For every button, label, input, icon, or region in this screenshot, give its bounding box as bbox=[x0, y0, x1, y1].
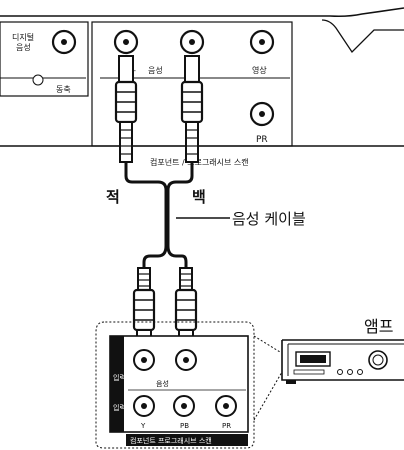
amp-y-jack-icon bbox=[133, 395, 155, 417]
amplifier-icon bbox=[281, 339, 404, 384]
coaxial-jack-icon bbox=[51, 29, 77, 55]
pr-label: PR bbox=[256, 135, 268, 145]
left-rca-plug-top bbox=[114, 55, 138, 163]
coaxial-label: 동축 bbox=[56, 85, 71, 94]
component-caption: 컴포넌트 / 프로그래시브 스캔 bbox=[150, 157, 249, 167]
audio-left-jack-icon bbox=[113, 29, 139, 55]
amp-component-caption: 컴포넌트 프로그래시브 스캔 bbox=[130, 436, 212, 445]
amp-pr-jack-icon bbox=[215, 395, 237, 417]
pr-jack-icon bbox=[249, 101, 275, 127]
digital-audio-label-1: 디지털 bbox=[12, 32, 34, 42]
audio-cable bbox=[124, 162, 194, 268]
white-cable-label: 백 bbox=[192, 188, 206, 206]
amp-y-label: Y bbox=[140, 422, 146, 430]
right-rca-plug-top bbox=[180, 55, 204, 163]
digital-audio-section bbox=[0, 21, 89, 97]
amp-label: 앰프 bbox=[364, 317, 393, 336]
amp-side-label-bottom: 입력 bbox=[113, 404, 126, 412]
amp-pb-jack-icon bbox=[173, 395, 195, 417]
audio-right-jack-icon bbox=[179, 29, 205, 55]
amp-audio-caption: 음성 bbox=[156, 379, 169, 388]
amp-audio-left-jack-icon bbox=[133, 349, 155, 371]
red-cable-label: 적 bbox=[106, 188, 120, 206]
amp-pr-label: PR bbox=[222, 422, 231, 430]
right-rca-plug-bottom bbox=[174, 267, 198, 353]
digital-audio-label-2: 음성 bbox=[16, 43, 31, 52]
amp-audio-right-jack-icon bbox=[175, 349, 197, 371]
amp-input-panel: 입력 입력 음성 Y PB PR 컴포넌트 프로그래시브 스캔 bbox=[95, 321, 255, 449]
audio-row-label: 음성 bbox=[148, 66, 163, 75]
amp-side-label-top: 입력 bbox=[113, 374, 126, 382]
video-label: 영상 bbox=[252, 65, 267, 75]
amp-pb-label: PB bbox=[180, 422, 189, 430]
audio-cable-callout: 음성 케이블 bbox=[232, 210, 306, 228]
optical-port-icon bbox=[32, 74, 44, 86]
video-jack-icon bbox=[249, 29, 275, 55]
